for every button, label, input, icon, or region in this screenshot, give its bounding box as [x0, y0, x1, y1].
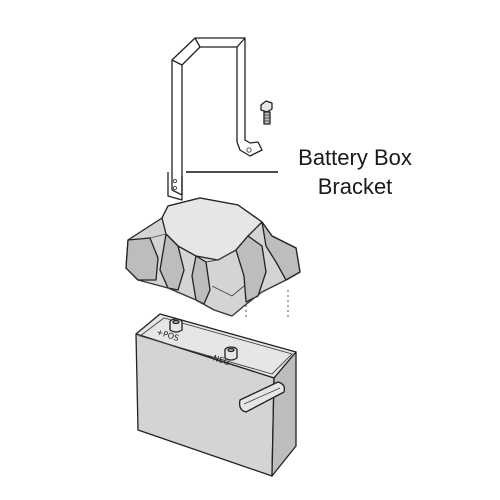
battery: [135, 313, 297, 477]
negative-terminal-icon: [224, 346, 238, 361]
positive-terminal-icon: [169, 318, 183, 333]
bolt-icon: [260, 100, 273, 125]
battery-box-bracket: [167, 37, 263, 201]
callout-line-2: Bracket: [317, 174, 393, 199]
battery-box-cover: [125, 197, 301, 317]
callout-line-1: Battery Box: [298, 145, 412, 170]
callout-label: Battery Box Bracket: [280, 143, 430, 201]
